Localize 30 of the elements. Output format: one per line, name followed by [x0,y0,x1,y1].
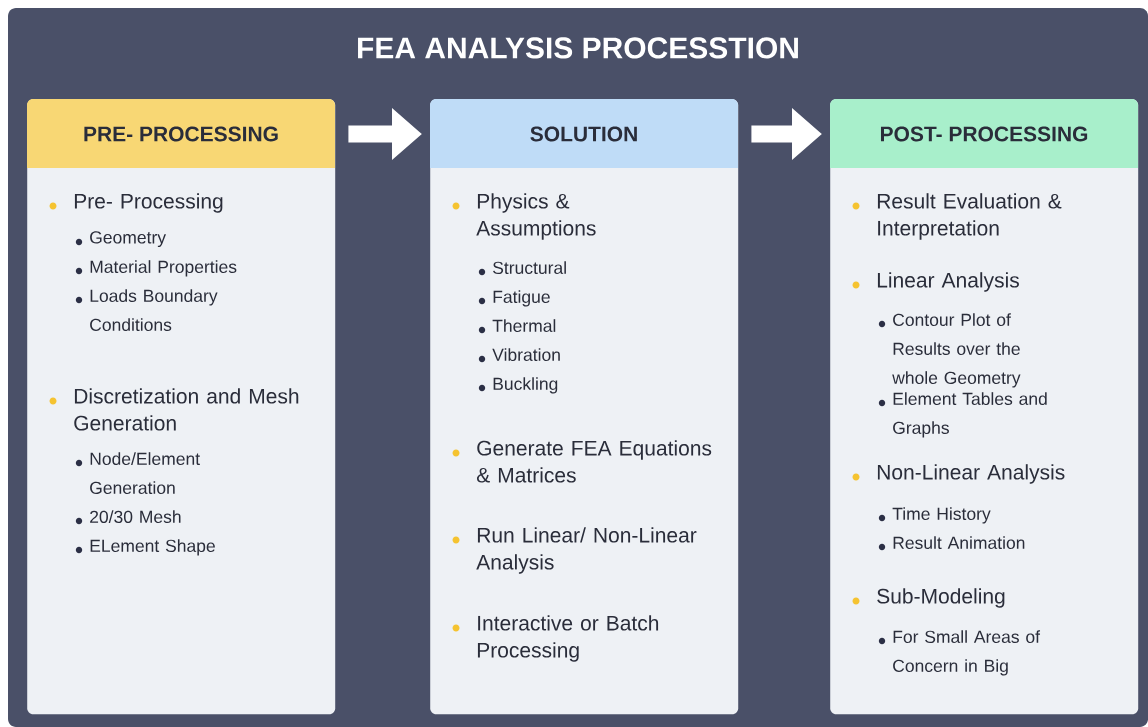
card-header: PRE- PROCESSING [27,99,335,168]
sub-bullet-item: Time History [878,507,991,524]
sub-bullet-item: Node/Element Generation [75,452,200,495]
sub-bullet-item: Contour Plot of Results over the whole Geometry [878,313,1021,388]
sub-bullet-item: Buckling [478,377,558,394]
sub-bullet-item: Fatigue [478,290,550,307]
sub-bullet-item: Material Properties [75,260,237,277]
bullet-item: Generate FEA Equations & Matrices [452,440,712,483]
sub-bullet-item: ELement Shape [75,539,215,556]
sub-bullet-item: Vibration [478,348,560,363]
sub-bullet-item: For Small Areas of Concern in Big [878,630,1040,676]
sub-bullet-item: Geometry [75,231,166,248]
bullet-item: Result Evaluation & Interpretation [852,193,1062,240]
sub-bullet-item: 20/30 Mesh [75,510,181,525]
sub-bullet-item: Element Tables and Graphs [878,392,1047,438]
sub-bullet-item: Thermal [478,319,556,334]
bullet-item: Run Linear/ Non-Linear Analysis [452,527,697,574]
title: FEA ANALYSIS PROCESSTION [358,37,798,59]
bullet-item: Interactive or Batch Processing [452,615,659,662]
sub-bullet-item: Structural [478,261,566,276]
sub-bullet-item: Result Animation [878,536,1025,551]
card-header: SOLUTION [430,99,738,168]
bullet-item: Physics & Assumptions [452,193,596,240]
bullet-item: Discretization and Mesh Generation [49,388,299,431]
card-header: POST- PROCESSING [830,99,1138,168]
bullet-item: Non-Linear Analysis [852,464,1065,484]
bullet-item: Pre- Processing [49,193,223,213]
bullet-item: Linear Analysis [852,272,1019,292]
sub-bullet-item: Loads Boundary Conditions [75,289,218,332]
bullet-item: Sub-Modeling [852,588,1005,608]
